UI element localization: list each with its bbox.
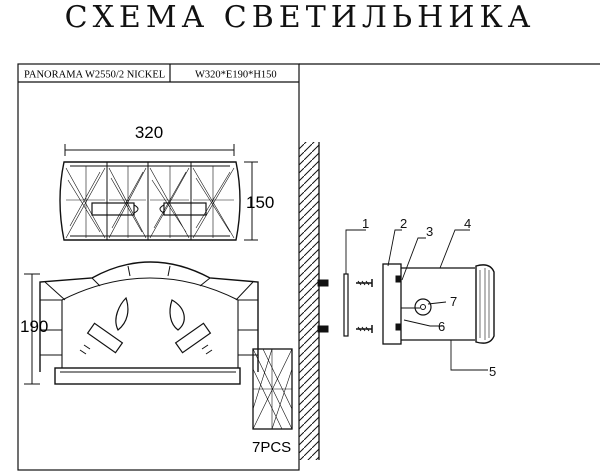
callout-5: 5 bbox=[489, 364, 496, 379]
depth-dimension: 190 bbox=[20, 317, 48, 336]
callout-3: 3 bbox=[426, 224, 433, 239]
callout-7: 7 bbox=[450, 294, 457, 309]
model-label: PANORAMA W2550/2 NICKEL bbox=[24, 70, 165, 81]
dimensions-label: W320*E190*H150 bbox=[195, 70, 277, 81]
callout-4: 4 bbox=[464, 216, 471, 231]
parts-count-label: 7PCS bbox=[252, 439, 291, 456]
callouts: 1 2 3 4 5 6 7 bbox=[362, 216, 496, 379]
crystal-part bbox=[252, 348, 293, 430]
callout-2: 2 bbox=[400, 216, 407, 231]
callout-1: 1 bbox=[362, 216, 369, 231]
wall bbox=[299, 142, 320, 460]
callout-6: 6 bbox=[438, 319, 445, 334]
leader-lines bbox=[345, 229, 488, 371]
front-view bbox=[59, 144, 258, 241]
page-title: СХЕМА СВЕТИЛЬНИКА bbox=[64, 0, 536, 35]
top-view bbox=[24, 261, 259, 385]
mounting-assembly bbox=[317, 263, 495, 345]
height-dimension: 150 bbox=[246, 193, 274, 212]
width-dimension: 320 bbox=[135, 123, 163, 142]
